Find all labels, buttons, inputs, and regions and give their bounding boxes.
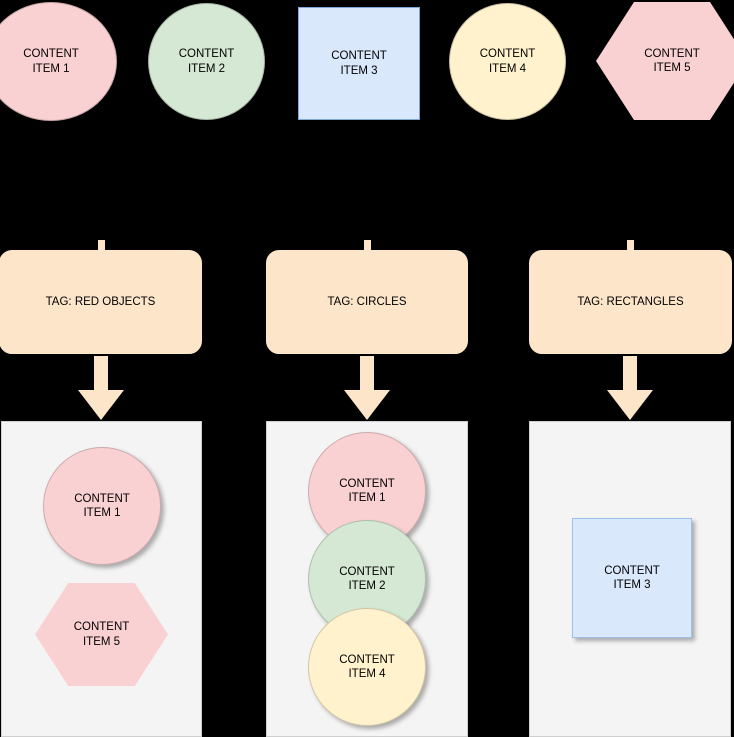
panel-circles-item-2-label: CONTENT ITEM 2 bbox=[339, 565, 395, 592]
tag-circles[interactable]: TAG: CIRCLES bbox=[266, 250, 468, 354]
tag-rectangles[interactable]: TAG: RECTANGLES bbox=[529, 250, 732, 354]
panel-red-objects-item-1-circle[interactable]: CONTENT ITEM 1 bbox=[43, 447, 161, 565]
tag-red-objects[interactable]: TAG: RED OBJECTS bbox=[0, 250, 202, 354]
panel-rectangles: CONTENT ITEM 3 bbox=[529, 421, 731, 737]
connector-stub-rectangles bbox=[627, 240, 634, 254]
content-item-4-circle[interactable]: CONTENT ITEM 4 bbox=[449, 3, 566, 120]
content-item-5-hexagon[interactable]: CONTENT ITEM 5 bbox=[596, 2, 734, 120]
content-item-3-rectangle[interactable]: CONTENT ITEM 3 bbox=[298, 7, 420, 120]
panel-circles-item-4-label: CONTENT ITEM 4 bbox=[339, 653, 395, 680]
content-item-2-label: CONTENT ITEM 2 bbox=[178, 48, 235, 75]
tag-circles-label: TAG: CIRCLES bbox=[327, 296, 407, 308]
arrow-circles-icon bbox=[344, 356, 390, 420]
content-item-1-circle[interactable]: CONTENT ITEM 1 bbox=[0, 2, 117, 121]
arrow-rectangles-icon bbox=[607, 356, 653, 420]
content-item-4-label: CONTENT ITEM 4 bbox=[479, 48, 536, 75]
panel-red-objects-item-5-label: CONTENT ITEM 5 bbox=[73, 621, 130, 648]
arrow-red-objects-icon bbox=[78, 356, 124, 420]
panel-circles: CONTENT ITEM 1 CONTENT ITEM 2 CONTENT IT… bbox=[266, 421, 468, 737]
tag-red-objects-label: TAG: RED OBJECTS bbox=[45, 296, 156, 308]
panel-circles-item-1-label: CONTENT ITEM 1 bbox=[339, 477, 395, 504]
panel-rectangles-item-3-rectangle[interactable]: CONTENT ITEM 3 bbox=[572, 518, 692, 638]
content-item-2-circle[interactable]: CONTENT ITEM 2 bbox=[148, 3, 265, 120]
content-item-5-label: CONTENT ITEM 5 bbox=[644, 47, 700, 74]
content-item-1-label: CONTENT ITEM 1 bbox=[23, 48, 79, 75]
connector-stub-circles bbox=[364, 240, 371, 254]
connector-stub-red-objects bbox=[98, 240, 105, 254]
panel-rectangles-item-3-label: CONTENT ITEM 3 bbox=[604, 564, 660, 591]
panel-red-objects: CONTENT ITEM 1 CONTENT ITEM 5 bbox=[1, 421, 202, 737]
panel-red-objects-item-1-label: CONTENT ITEM 1 bbox=[74, 492, 130, 519]
content-item-3-label: CONTENT ITEM 3 bbox=[331, 50, 387, 77]
tag-rectangles-label: TAG: RECTANGLES bbox=[577, 296, 684, 308]
panel-circles-item-4-circle[interactable]: CONTENT ITEM 4 bbox=[308, 608, 426, 726]
panel-red-objects-item-5-hexagon[interactable]: CONTENT ITEM 5 bbox=[35, 583, 168, 686]
